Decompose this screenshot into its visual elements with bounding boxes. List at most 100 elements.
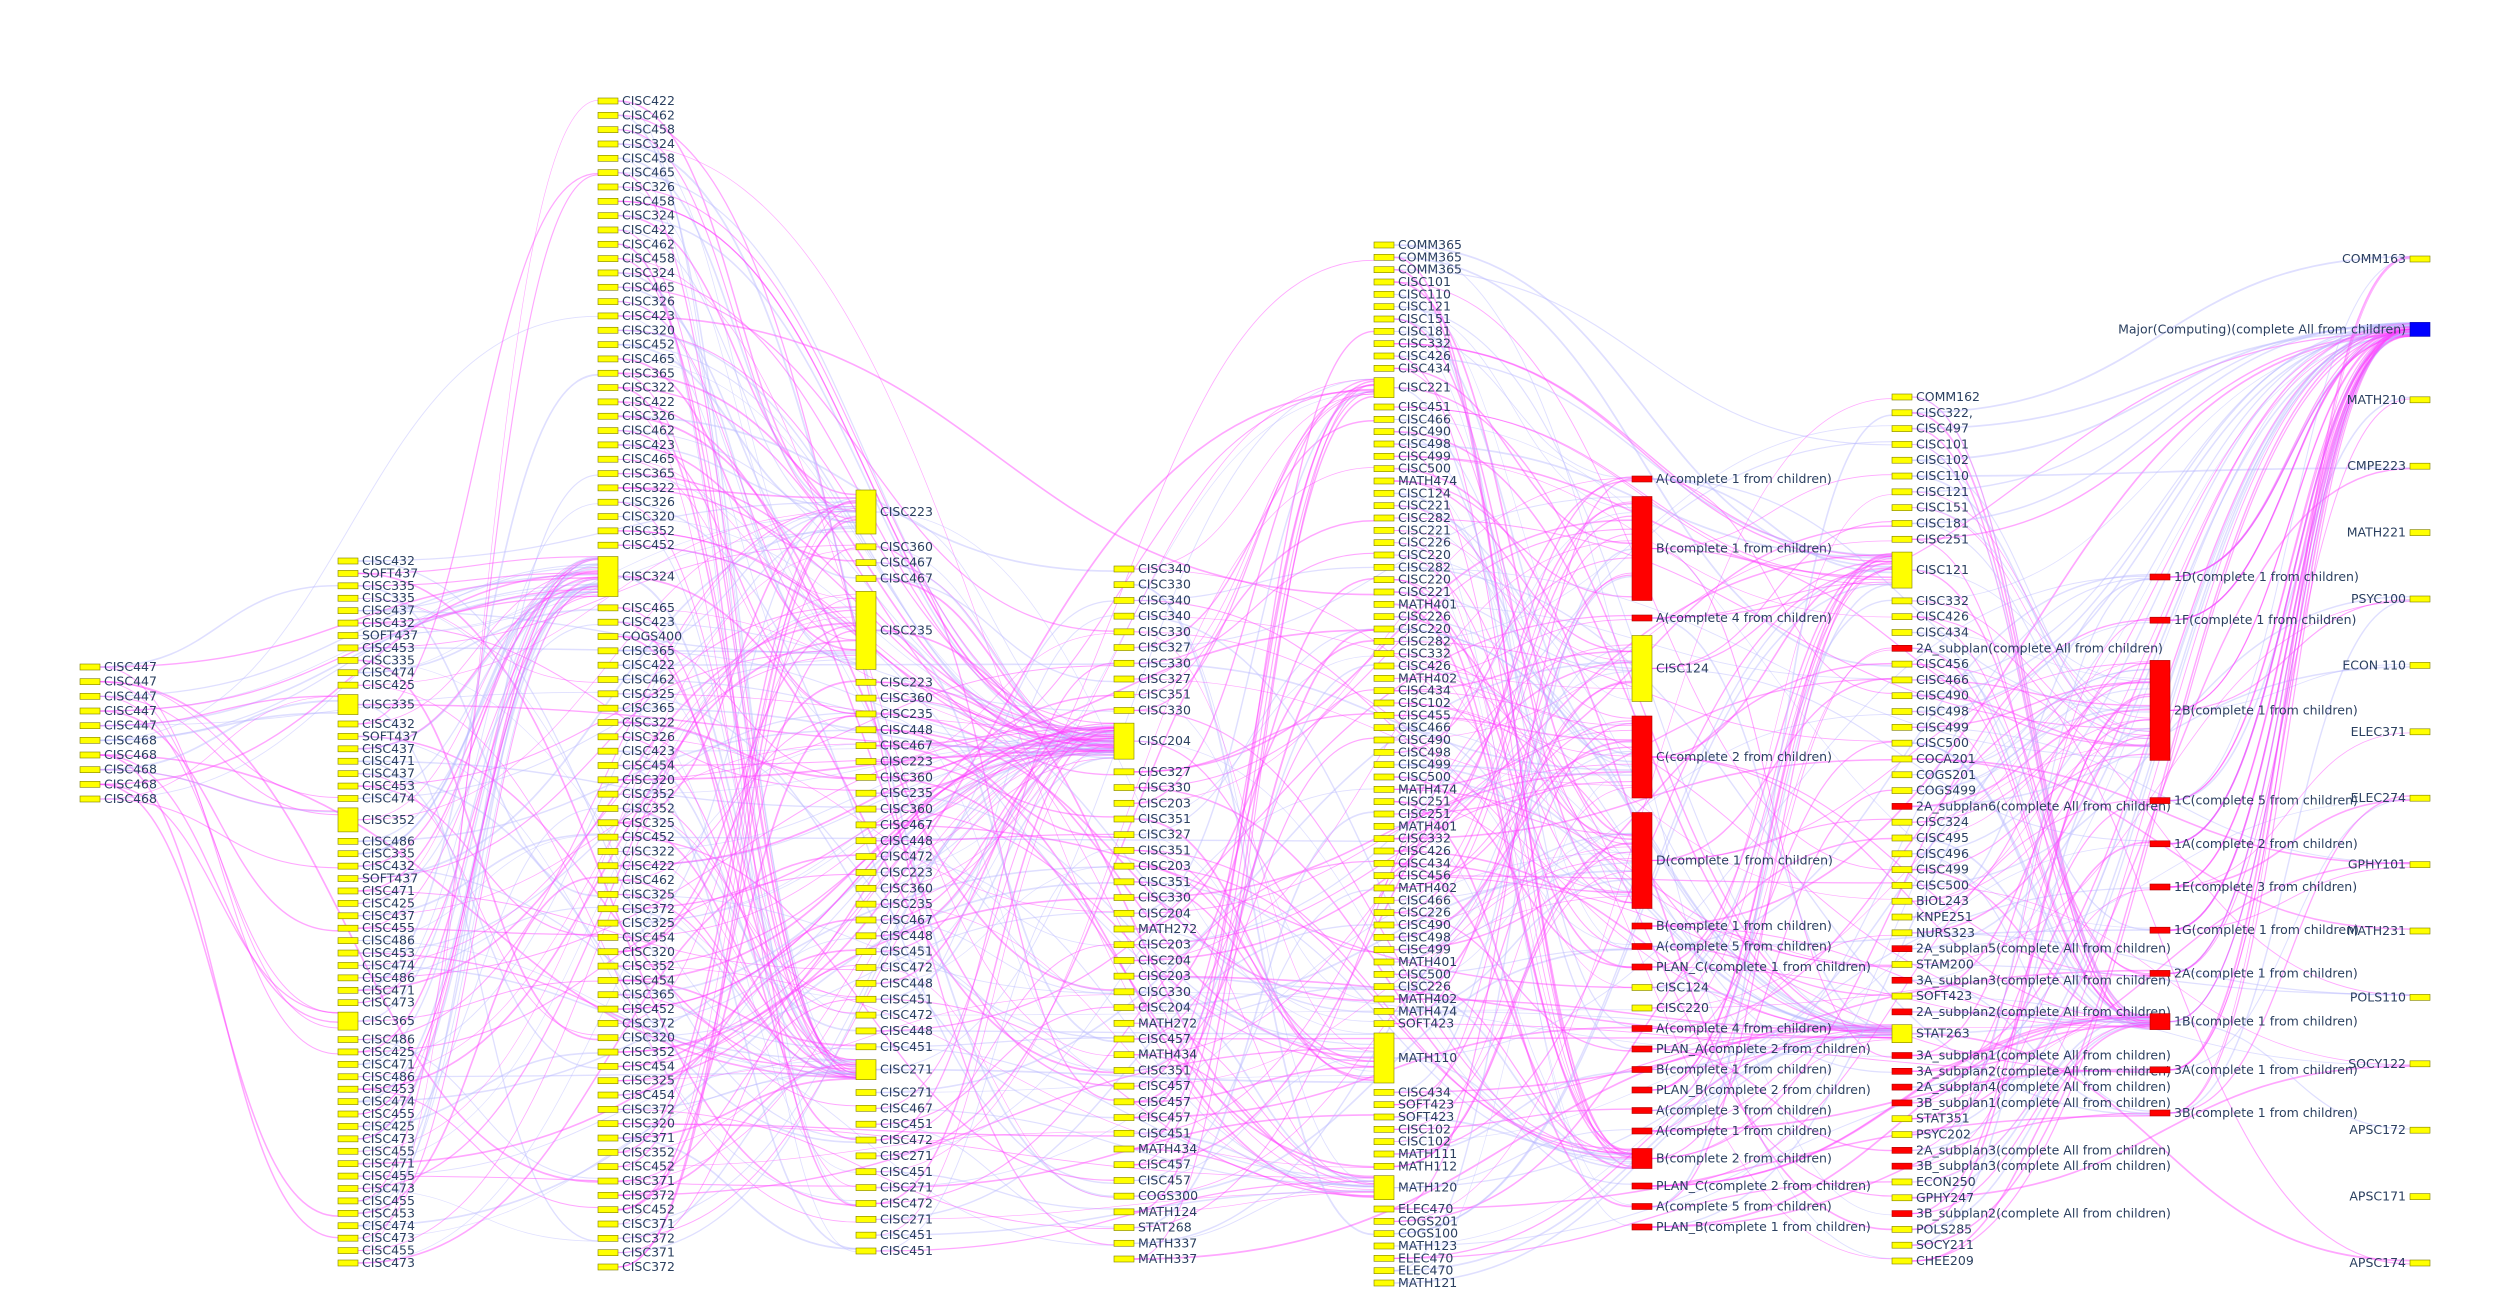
node-block[interactable] [597, 541, 619, 549]
node-block[interactable] [597, 198, 619, 205]
node-block[interactable] [79, 707, 101, 715]
node-cisc457[interactable]: CISC457 [1113, 1094, 1191, 1109]
node-cisc474[interactable]: CISC474 [337, 957, 415, 972]
node-a-complete-5-from-children[interactable]: A(complete 5 from children) [1631, 939, 1832, 954]
node-block[interactable] [597, 905, 619, 913]
node-block[interactable] [597, 862, 619, 870]
node-block[interactable] [1631, 1203, 1653, 1210]
node-block[interactable] [1373, 1218, 1395, 1225]
node-block[interactable] [2409, 1193, 2431, 1200]
node-block[interactable] [1891, 1257, 1913, 1265]
node-cogs201[interactable]: COGS201 [1891, 767, 1976, 782]
node-cisc426[interactable]: CISC426 [1373, 348, 1451, 363]
node-block[interactable] [79, 766, 101, 773]
node-cisc486[interactable]: CISC486 [337, 1069, 415, 1084]
node-block[interactable] [597, 1005, 619, 1013]
node-cisc458[interactable]: CISC458 [597, 193, 675, 208]
node-cisc437[interactable]: CISC437 [337, 603, 415, 618]
node-cisc467[interactable]: CISC467 [855, 571, 933, 586]
node-block[interactable] [1373, 539, 1395, 546]
node-cisc330[interactable]: CISC330 [1113, 890, 1191, 905]
node-block[interactable] [1113, 1239, 1135, 1247]
node-comm365[interactable]: COMM365 [1373, 249, 1462, 264]
node-psyc100[interactable]: PSYC100 [2351, 591, 2431, 606]
node-block[interactable] [597, 369, 619, 377]
node-block[interactable] [597, 455, 619, 463]
node-block[interactable] [2409, 322, 2431, 337]
node-block[interactable] [597, 1149, 619, 1156]
node-block[interactable] [1113, 1177, 1135, 1184]
node-cisc320[interactable]: CISC320 [597, 322, 675, 337]
node-cisc448[interactable]: CISC448 [855, 722, 933, 737]
node-block[interactable] [1373, 712, 1395, 719]
node-block[interactable] [1631, 635, 1653, 702]
node-block[interactable] [1373, 1163, 1395, 1170]
node-cisc453[interactable]: CISC453 [337, 1205, 415, 1220]
node-cisc434[interactable]: CISC434 [1373, 683, 1451, 698]
node-cisc365[interactable]: CISC365 [597, 365, 675, 380]
node-block[interactable] [1113, 565, 1135, 573]
node-block[interactable] [337, 582, 359, 590]
node-block[interactable] [1373, 490, 1395, 497]
node-cisc223[interactable]: CISC223 [855, 864, 933, 879]
node-cisc500[interactable]: CISC500 [1373, 461, 1451, 476]
node-block[interactable] [597, 140, 619, 148]
node-block[interactable] [855, 742, 877, 749]
node-block[interactable] [337, 1147, 359, 1155]
node-cisc462[interactable]: CISC462 [597, 672, 675, 687]
node-block[interactable] [597, 1249, 619, 1256]
node-block[interactable] [1373, 465, 1395, 472]
node-block[interactable] [855, 1105, 877, 1112]
node-block[interactable] [337, 1160, 359, 1167]
node-2a-subplan-complete-all-from-children[interactable]: 2A_subplan(complete All from children) [1891, 640, 2163, 655]
node-block[interactable] [1113, 659, 1135, 667]
node-block[interactable] [597, 1220, 619, 1228]
node-soft423[interactable]: SOFT423 [1891, 988, 1972, 1003]
node-cisc282[interactable]: CISC282 [1373, 559, 1451, 574]
node-block[interactable] [1891, 1115, 1913, 1123]
node-block[interactable] [1373, 909, 1395, 916]
node-block[interactable] [1373, 1089, 1395, 1096]
node-block[interactable] [597, 604, 619, 612]
node-block[interactable] [1891, 803, 1913, 810]
node-block[interactable] [597, 470, 619, 477]
node-block[interactable] [597, 962, 619, 970]
node-block[interactable] [1891, 645, 1913, 652]
node-cisc500[interactable]: CISC500 [1891, 735, 1969, 750]
node-block[interactable] [855, 591, 877, 670]
node-plan-a-complete-2-from-children[interactable]: PLAN_A(complete 2 from children) [1631, 1041, 1871, 1056]
node-cisc473[interactable]: CISC473 [337, 995, 415, 1010]
node-cisc235[interactable]: CISC235 [855, 896, 933, 911]
node-block[interactable] [1631, 1107, 1653, 1114]
node-cisc352[interactable]: CISC352 [597, 523, 675, 538]
node-block[interactable] [2149, 797, 2171, 804]
node-block[interactable] [1891, 1083, 1913, 1091]
node-cisc499[interactable]: CISC499 [1373, 448, 1451, 463]
node-block[interactable] [2149, 573, 2171, 581]
node-cisc468[interactable]: CISC468 [79, 762, 157, 777]
node-block[interactable] [1113, 1067, 1135, 1074]
node-cisc352[interactable]: CISC352 [597, 1044, 675, 1059]
node-block[interactable] [597, 661, 619, 669]
node-block[interactable] [855, 774, 877, 781]
node-block[interactable] [855, 559, 877, 567]
node-block[interactable] [855, 758, 877, 765]
node-biol243[interactable]: BIOL243 [1891, 893, 1969, 908]
node-cisc365[interactable]: CISC365 [597, 643, 675, 658]
node-block[interactable] [1891, 787, 1913, 794]
node-block[interactable] [1891, 393, 1913, 401]
node-cisc326[interactable]: CISC326 [597, 179, 675, 194]
node-block[interactable] [1891, 708, 1913, 715]
node-cisc432[interactable]: CISC432 [337, 615, 415, 630]
node-1e-complete-3-from-children[interactable]: 1E(complete 3 from children) [2149, 879, 2357, 894]
node-math434[interactable]: MATH434 [1113, 1047, 1197, 1062]
node-cisc437[interactable]: CISC437 [337, 741, 415, 756]
node-block[interactable] [1631, 812, 1653, 909]
node-cisc271[interactable]: CISC271 [855, 1180, 933, 1195]
node-cisc451[interactable]: CISC451 [855, 1116, 933, 1131]
node-cisc457[interactable]: CISC457 [1113, 1157, 1191, 1172]
node-block[interactable] [597, 355, 619, 363]
node-cisc422[interactable]: CISC422 [597, 394, 675, 409]
node-cisc271[interactable]: CISC271 [855, 1211, 933, 1226]
node-cisc322[interactable]: CISC322 [597, 380, 675, 395]
